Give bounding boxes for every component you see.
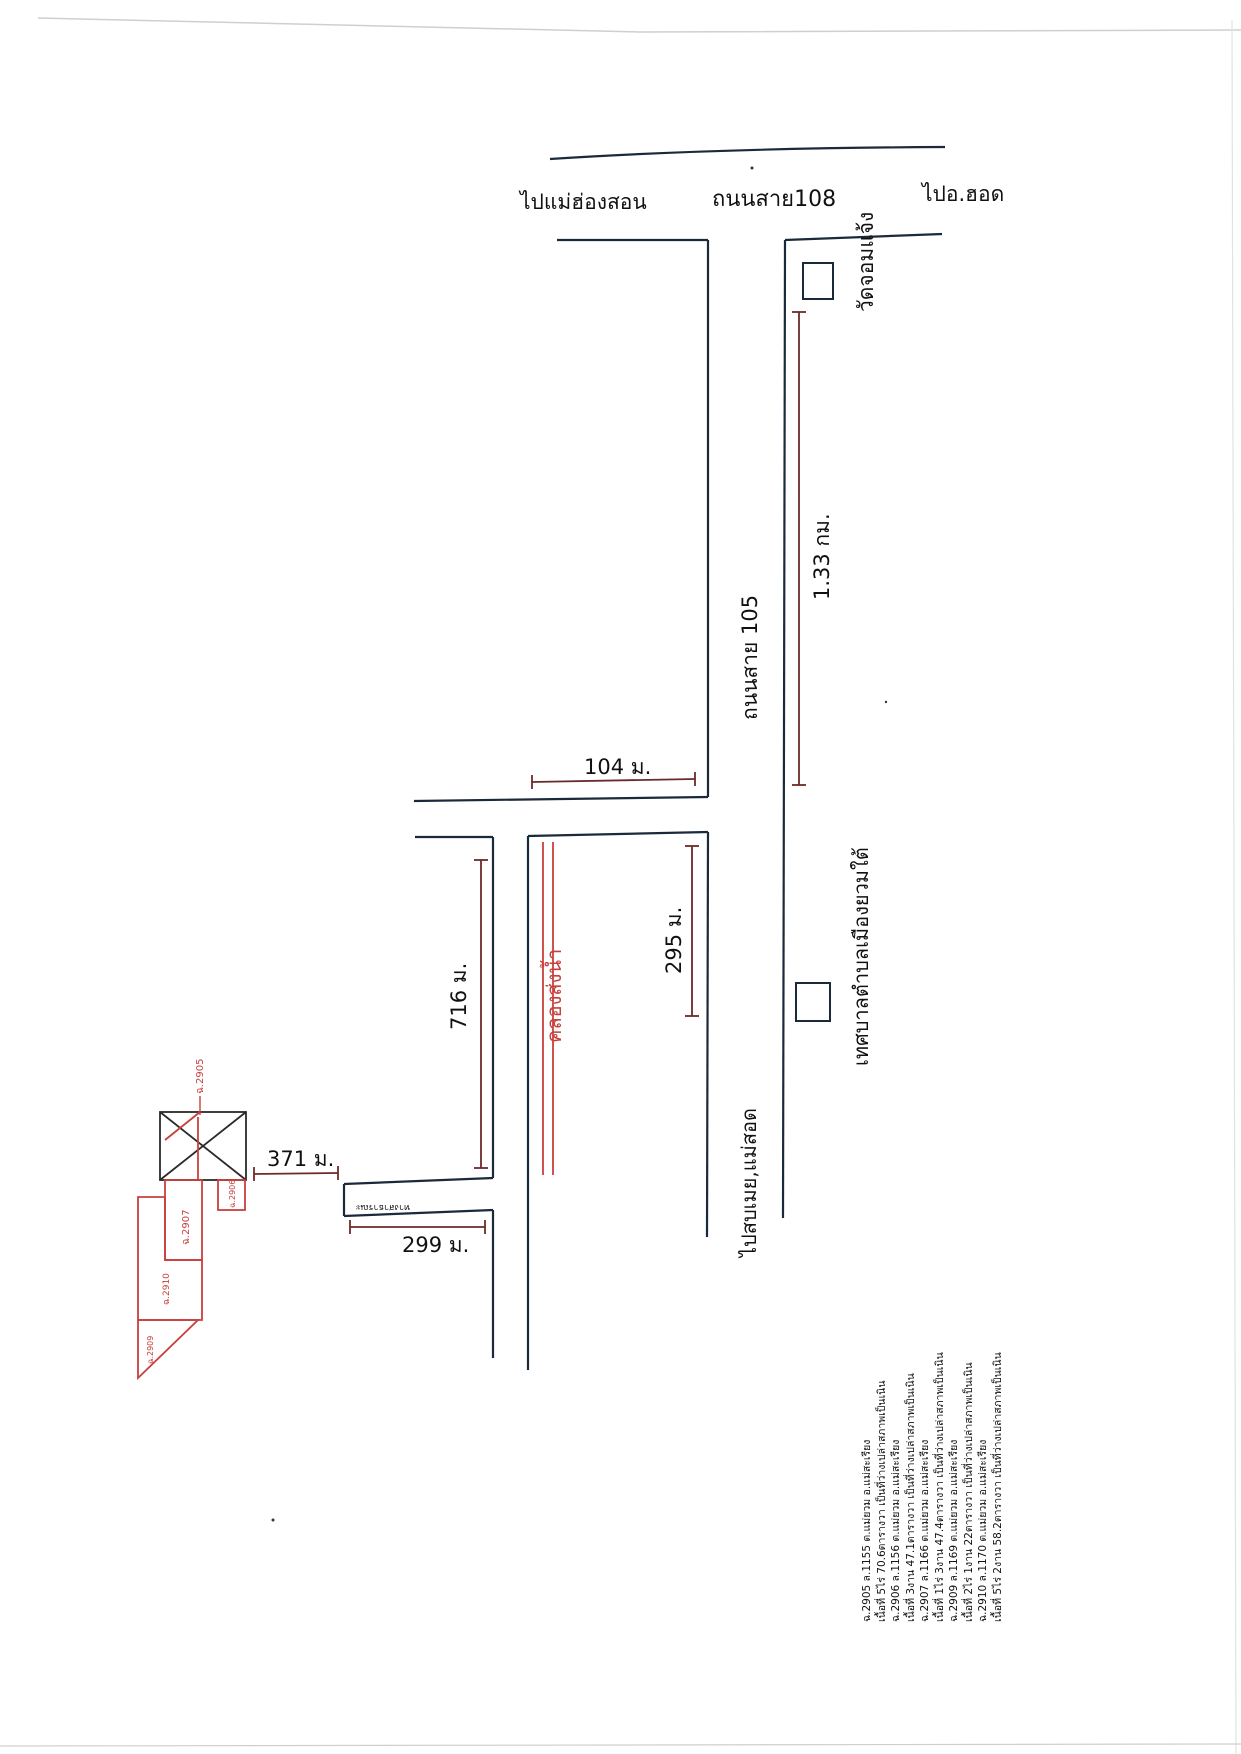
label-to-mae-hong-son: ไปแม่ฮ่องสอน	[518, 190, 647, 214]
legend-line: ฉ.2907 ล.1166 ต.แม่ยวม อ.แม่สะเรียง	[919, 1439, 931, 1622]
parcel-legend-lines: ฉ.2905 ล.1155 ต.แม่ยวม อ.แม่สะเรียง เนื้…	[860, 1352, 1005, 1622]
parcel-label-2910: ฉ.2910	[162, 1273, 172, 1305]
label-dist-1-33: 1.33 กม.	[810, 513, 834, 600]
side-road	[413, 795, 709, 839]
legend-line: ฉ.2910 ล.1170 ต.แม่ยวม อ.แม่สะเรียง	[977, 1439, 989, 1622]
label-to-sop-moei: ไปสบเมย,แม่สอด	[737, 1108, 761, 1259]
public-way	[342, 1176, 494, 1218]
speck	[750, 166, 754, 170]
label-canal: คลองส่งน้ำ	[540, 949, 566, 1043]
paper-top-edge	[37, 17, 1241, 33]
parcel-label-2906: ฉ.2906	[228, 1180, 237, 1208]
measure-716m	[474, 859, 488, 1169]
legend-line: เนื้อที่ 3งาน 47.1ตารางวา เป็นที่ว่างเปล…	[904, 1373, 917, 1622]
label-road-105: ถนนสาย 105	[738, 595, 762, 720]
measure-371m	[253, 1166, 339, 1181]
parcel-label-2905: ฉ.2905	[195, 1059, 206, 1094]
legend-line: ฉ.2906 ล.1156 ต.แม่ยวม อ.แม่สะเรียง	[890, 1439, 902, 1622]
canal-road	[491, 836, 530, 1370]
road-105	[705, 239, 787, 1238]
label-dist-104: 104 ม.	[584, 755, 651, 779]
parcel-legend: ฉ.2905 ล.1155 ต.แม่ยวม อ.แม่สะเรียง เนื้…	[860, 1352, 1190, 1622]
parcel-label-2907: ฉ.2907	[181, 1210, 192, 1245]
measure-299m	[349, 1220, 486, 1234]
parcel-label-2909: ฉ.2909	[146, 1336, 155, 1364]
legend-line: เนื้อที่ 5ไร่ 70.6ตารางวา เป็นที่ว่างเปล…	[875, 1380, 888, 1622]
label-municipality: เทศบาลตำบลเมืองยวมใต้	[849, 847, 873, 1066]
paper-bottom-edge	[0, 1743, 1241, 1747]
label-dist-371: 371 ม.	[267, 1147, 334, 1171]
label-to-hot: ไปอ.ฮอด	[920, 182, 1004, 206]
paper-right-edge	[1231, 19, 1237, 1754]
legend-line: เนื้อที่ 1ไร่ 3งาน 47.4ตารางวา เป็นที่ว่…	[933, 1352, 946, 1622]
legend-line: ฉ.2905 ล.1155 ต.แม่ยวม อ.แม่สะเรียง	[861, 1439, 873, 1622]
label-road-108: ถนนสาย108	[712, 187, 836, 212]
label-dist-716: 716 ม.	[447, 963, 471, 1030]
label-public-way: ทางสาธารณะ	[355, 1202, 410, 1212]
legend-line: ฉ.2909 ล.1169 ต.แม่ยวม อ.แม่สะเรียง	[948, 1439, 960, 1622]
wat-jom-chaeng-marker	[802, 262, 834, 300]
measure-1-33km	[792, 311, 806, 786]
measure-295m	[685, 845, 699, 1017]
legend-line: เนื้อที่ 5ไร่ 2งาน 58.2ตารางวา เป็นที่ว่…	[991, 1352, 1004, 1622]
label-dist-299: 299 ม.	[402, 1233, 469, 1257]
speck	[271, 1518, 275, 1522]
canal-lines	[542, 842, 554, 1175]
road-108	[549, 145, 946, 242]
municipality-marker	[795, 982, 831, 1022]
label-dist-295: 295 ม.	[662, 907, 686, 974]
label-wat-jom-chaeng: วัดจอมแจ้ง	[854, 212, 878, 312]
parcel-2909	[137, 1319, 201, 1381]
legend-line: เนื้อที่ 2ไร่ 1งาน 22ตารางวา เป็นที่ว่าง…	[962, 1362, 975, 1622]
parcel-2905	[159, 1111, 247, 1181]
measure-104m	[531, 772, 696, 789]
parcel-2906	[217, 1179, 246, 1211]
speck	[884, 700, 888, 704]
